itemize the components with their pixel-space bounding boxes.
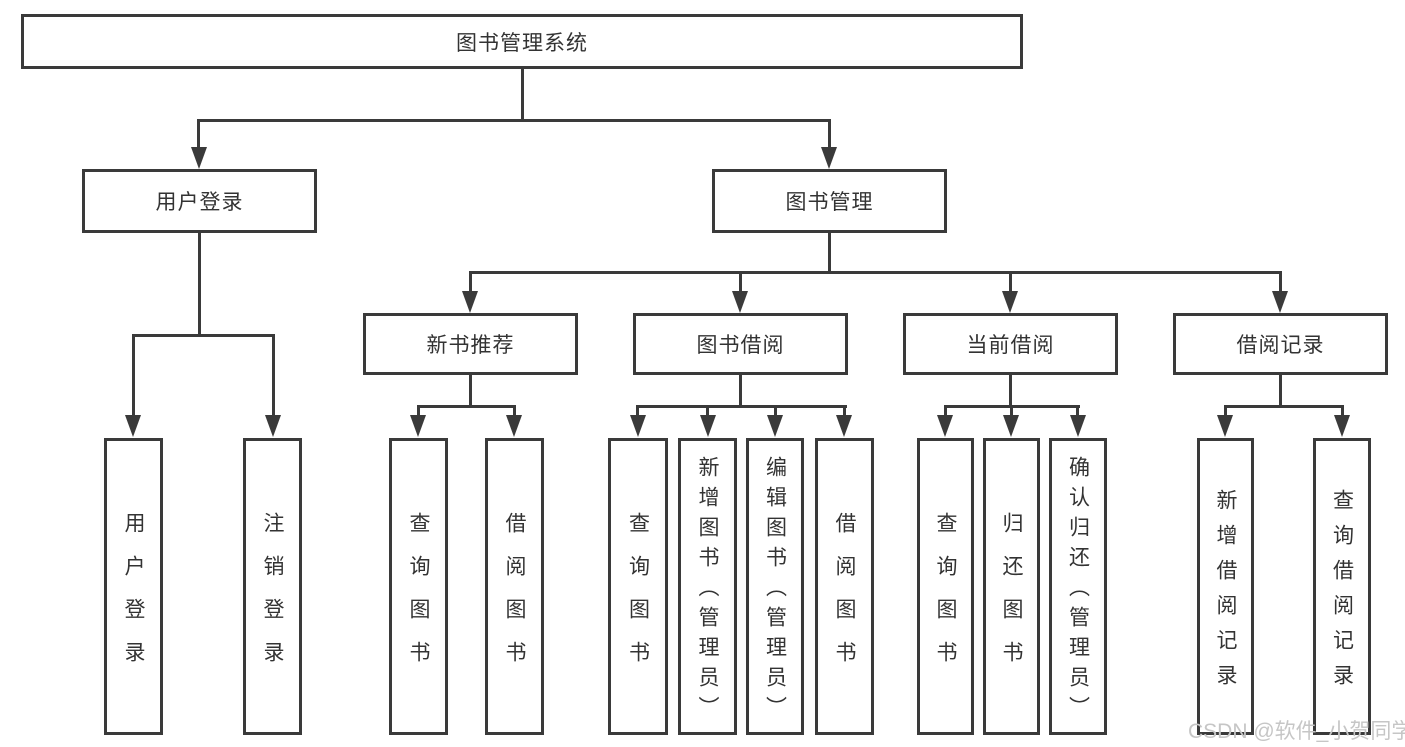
connector xyxy=(774,405,777,419)
leaf-recommend-query-book: 查询图书 xyxy=(389,438,448,735)
arrow-down-icon xyxy=(462,291,478,313)
connector xyxy=(1224,405,1344,408)
leaf-return-book: 归还图书 xyxy=(983,438,1040,735)
arrow-down-icon xyxy=(1217,415,1233,437)
leaf-user-login: 用户登录 xyxy=(104,438,163,735)
connector xyxy=(944,405,947,419)
connector xyxy=(843,405,846,419)
node-root: 图书管理系统 xyxy=(21,14,1023,69)
connector xyxy=(1279,271,1282,293)
connector xyxy=(513,405,516,419)
arrow-down-icon xyxy=(836,415,852,437)
arrow-down-icon xyxy=(265,415,281,437)
arrow-down-icon xyxy=(1334,415,1350,437)
leaf-label: 新增图书（管理员） xyxy=(696,456,719,726)
connector xyxy=(417,405,516,408)
node-label: 借阅记录 xyxy=(1236,334,1325,357)
arrow-down-icon xyxy=(937,415,953,437)
leaf-current-query-book: 查询图书 xyxy=(917,438,974,735)
leaf-label: 借阅图书 xyxy=(503,511,526,684)
leaf-query-borrow-record: 查询借阅记录 xyxy=(1313,438,1371,735)
node-borrow-record: 借阅记录 xyxy=(1173,313,1388,375)
leaf-label: 查询图书 xyxy=(934,511,957,684)
leaf-recommend-borrow-book: 借阅图书 xyxy=(485,438,544,735)
connector xyxy=(132,334,275,337)
arrow-down-icon xyxy=(1070,415,1086,437)
leaf-label: 确认归还（管理员） xyxy=(1066,456,1090,726)
connector xyxy=(828,233,831,274)
arrow-down-icon xyxy=(410,415,426,437)
connector xyxy=(1279,375,1282,408)
connector xyxy=(417,405,420,419)
connector xyxy=(1076,405,1079,419)
connector xyxy=(828,119,831,150)
connector xyxy=(739,271,742,293)
leaf-label: 查询借阅记录 xyxy=(1330,488,1354,699)
csdn-watermark: CSDN @软件_小贺同学 xyxy=(1188,720,1405,743)
leaf-edit-book-admin: 编辑图书（管理员） xyxy=(746,438,804,735)
arrow-down-icon xyxy=(1272,291,1288,313)
leaf-label: 归还图书 xyxy=(1000,511,1023,684)
connector xyxy=(1009,271,1012,293)
connector xyxy=(739,375,742,408)
connector xyxy=(1010,405,1013,419)
leaf-add-book-admin: 新增图书（管理员） xyxy=(678,438,737,735)
connector xyxy=(198,233,201,336)
node-label: 用户登录 xyxy=(155,191,244,214)
connector xyxy=(1009,375,1012,408)
node-label: 图书借阅 xyxy=(696,334,785,357)
node-current-borrow: 当前借阅 xyxy=(903,313,1118,375)
connector xyxy=(469,271,472,293)
connector xyxy=(636,405,639,419)
arrow-down-icon xyxy=(700,415,716,437)
node-book-management-branch: 图书管理 xyxy=(712,169,947,233)
node-label: 当前借阅 xyxy=(966,334,1055,357)
node-label: 图书管理 xyxy=(785,191,874,214)
connector xyxy=(197,119,831,122)
leaf-label: 查询图书 xyxy=(407,511,430,684)
leaf-borrow-query-book: 查询图书 xyxy=(608,438,668,735)
connector xyxy=(197,119,200,150)
leaf-label: 注销登录 xyxy=(261,511,284,684)
arrow-down-icon xyxy=(821,147,837,169)
leaf-confirm-return-admin: 确认归还（管理员） xyxy=(1049,438,1107,735)
leaf-label: 用户登录 xyxy=(122,511,145,684)
connector xyxy=(521,69,524,119)
arrow-down-icon xyxy=(630,415,646,437)
connector xyxy=(636,405,847,408)
leaf-label: 借阅图书 xyxy=(833,511,856,684)
connector xyxy=(272,334,275,419)
arrow-down-icon xyxy=(767,415,783,437)
node-new-book-recommend: 新书推荐 xyxy=(363,313,578,375)
node-root-label: 图书管理系统 xyxy=(456,31,588,55)
connector xyxy=(1341,405,1344,419)
connector xyxy=(132,334,135,419)
leaf-label: 编辑图书（管理员） xyxy=(763,456,787,726)
connector xyxy=(706,405,709,419)
leaf-add-borrow-record: 新增借阅记录 xyxy=(1197,438,1254,735)
node-label: 新书推荐 xyxy=(426,334,515,357)
arrow-down-icon xyxy=(506,415,522,437)
leaf-label: 查询图书 xyxy=(626,511,650,684)
node-book-borrow: 图书借阅 xyxy=(633,313,848,375)
leaf-label: 新增借阅记录 xyxy=(1214,488,1237,699)
arrow-down-icon xyxy=(732,291,748,313)
connector xyxy=(469,271,1282,274)
leaf-logout: 注销登录 xyxy=(243,438,302,735)
connector xyxy=(1224,405,1227,419)
leaf-borrow-book: 借阅图书 xyxy=(815,438,874,735)
arrow-down-icon xyxy=(1003,415,1019,437)
arrow-down-icon xyxy=(191,147,207,169)
arrow-down-icon xyxy=(125,415,141,437)
connector xyxy=(469,375,472,408)
arrow-down-icon xyxy=(1002,291,1018,313)
node-user-login-branch: 用户登录 xyxy=(82,169,317,233)
